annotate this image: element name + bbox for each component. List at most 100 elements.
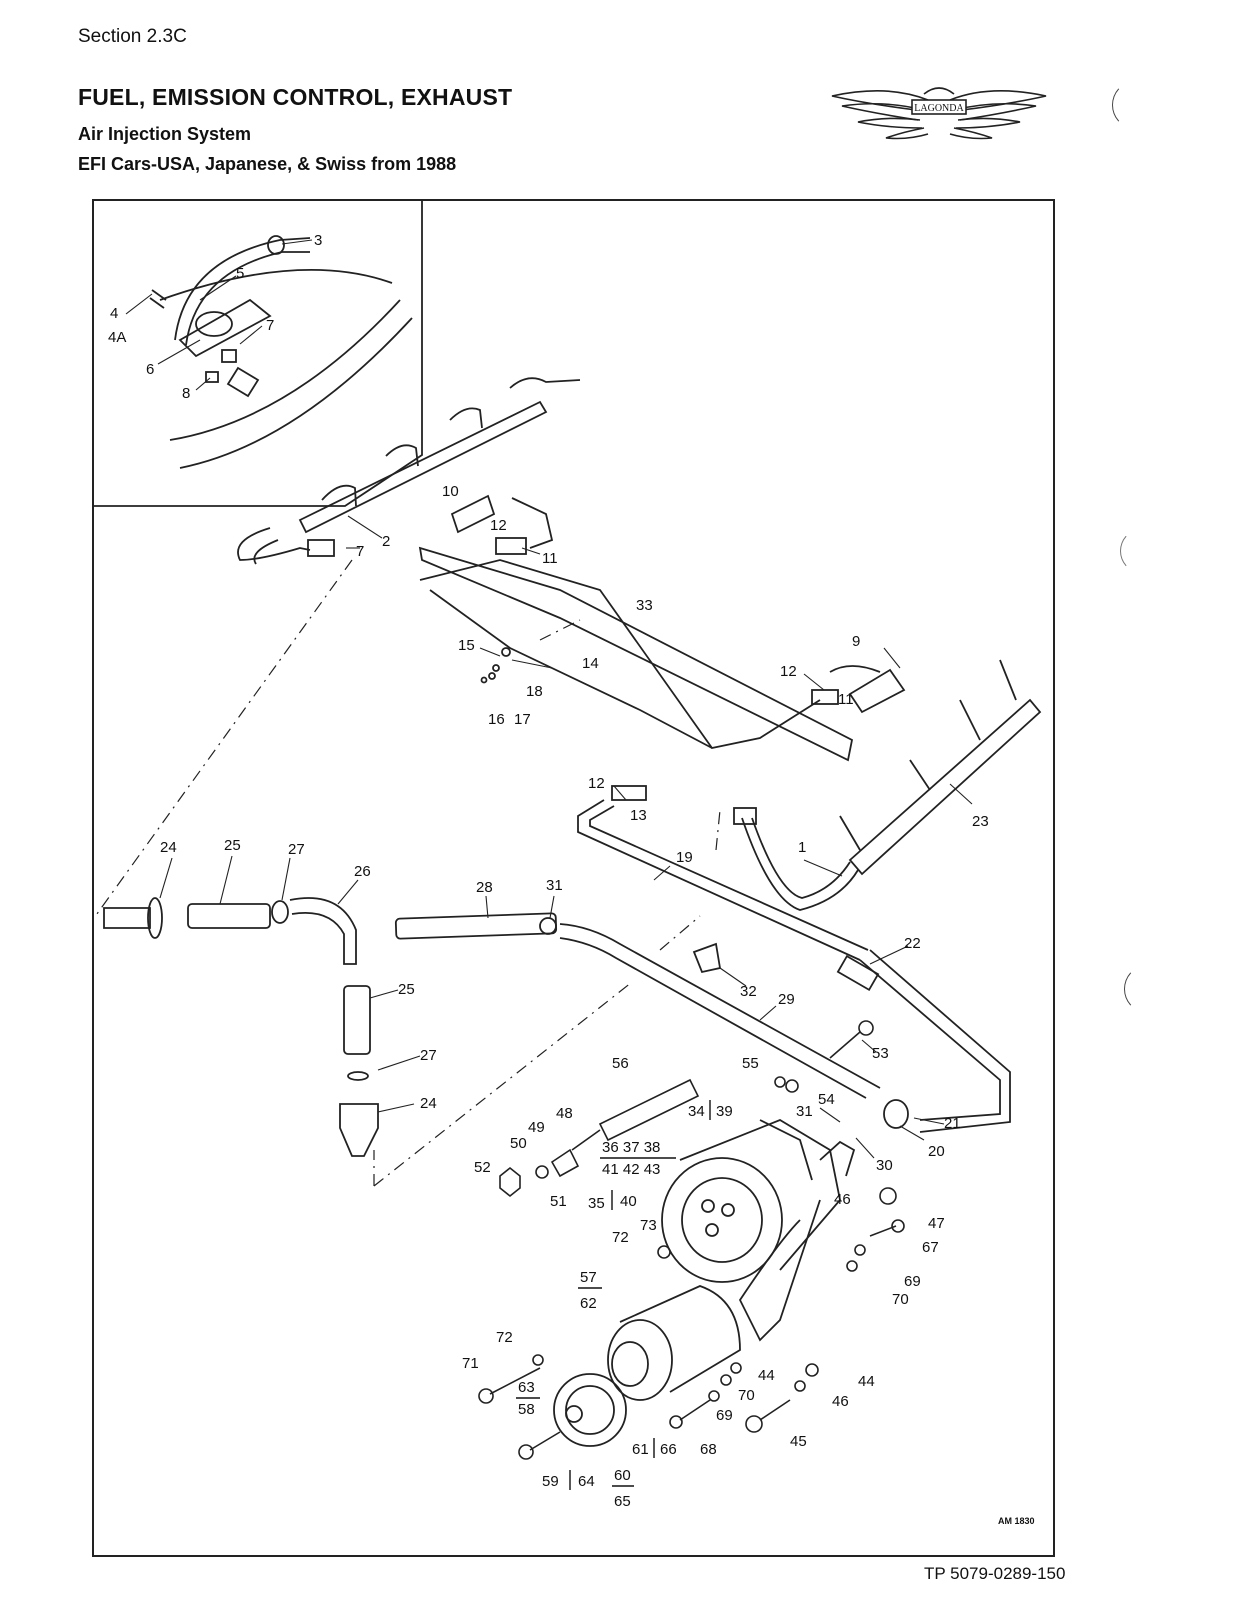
part-label-20: 20 xyxy=(928,1143,945,1160)
hose-28-pipe-29 xyxy=(394,912,881,1099)
part-label-14: 14 xyxy=(582,655,599,672)
part-label-4: 4 xyxy=(110,305,118,322)
part-label-13: 13 xyxy=(630,807,647,824)
part-label-73: 73 xyxy=(640,1217,657,1234)
alternator xyxy=(553,1285,741,1447)
elbow-connector-assembly xyxy=(103,897,379,1157)
part-label-46: 46 xyxy=(834,1191,851,1208)
part-label-52: 52 xyxy=(474,1159,491,1176)
part-label-12: 12 xyxy=(490,517,507,534)
part-label-34: 34 xyxy=(688,1103,705,1120)
part-label-24: 24 xyxy=(160,839,177,856)
part-label-27: 27 xyxy=(288,841,305,858)
part-label-25: 25 xyxy=(398,981,415,998)
part-label-70: 70 xyxy=(892,1291,909,1308)
air-manifold xyxy=(237,377,581,565)
binding-hole-top xyxy=(1112,82,1154,128)
part-label-3: 3 xyxy=(314,232,322,249)
part-label-29: 29 xyxy=(778,991,795,1008)
part-label-56: 56 xyxy=(612,1055,629,1072)
part-label-41-42-43: 41 42 43 xyxy=(602,1161,660,1178)
part-label-4a: 4A xyxy=(108,329,126,346)
part-label-36-37-38: 36 37 38 xyxy=(602,1139,660,1156)
part-label-35: 35 xyxy=(588,1195,605,1212)
part-label-15: 15 xyxy=(458,637,475,654)
part-label-9: 9 xyxy=(852,633,860,650)
part-label-24: 24 xyxy=(420,1095,437,1112)
part-label-17: 17 xyxy=(514,711,531,728)
part-label-61: 61 xyxy=(632,1441,649,1458)
part-label-72: 72 xyxy=(612,1229,629,1246)
part-label-11: 11 xyxy=(838,691,854,708)
part-label-66: 66 xyxy=(660,1441,677,1458)
part-label-6: 6 xyxy=(146,361,154,378)
part-label-1: 1 xyxy=(798,839,806,856)
part-label-51: 51 xyxy=(550,1193,567,1210)
part-label-27: 27 xyxy=(420,1047,437,1064)
part-label-39: 39 xyxy=(716,1103,733,1120)
leader-lines xyxy=(93,559,721,1187)
part-label-71: 71 xyxy=(462,1355,479,1372)
part-label-30: 30 xyxy=(876,1157,893,1174)
part-label-57: 57 xyxy=(580,1269,597,1286)
hose-9 xyxy=(829,665,906,714)
part-label-59: 59 xyxy=(542,1473,559,1490)
part-label-33: 33 xyxy=(636,597,653,614)
part-label-49: 49 xyxy=(528,1119,545,1136)
part-labels: 3 5 4 4A 7 6 8 10 12 2 7 11 33 9 15 14 1… xyxy=(108,232,989,1510)
part-label-11: 11 xyxy=(542,550,558,567)
part-label-16: 16 xyxy=(488,711,505,728)
part-label-12: 12 xyxy=(588,775,605,792)
part-label-63: 63 xyxy=(518,1379,535,1396)
part-label-53: 53 xyxy=(872,1045,889,1062)
part-label-67: 67 xyxy=(922,1239,939,1256)
label-leaders xyxy=(125,239,973,1159)
part-label-60: 60 xyxy=(614,1467,631,1484)
fasteners xyxy=(478,1020,905,1460)
part-label-64: 64 xyxy=(578,1473,595,1490)
diagram-frame xyxy=(92,199,1055,1557)
part-label-69: 69 xyxy=(904,1273,921,1290)
air-pump xyxy=(661,1118,856,1342)
part-label-46: 46 xyxy=(832,1393,849,1410)
binding-hole-middle xyxy=(1120,530,1158,572)
page-title: FUEL, EMISSION CONTROL, EXHAUST xyxy=(78,84,513,110)
right-manifold-and-pipe-1 xyxy=(733,659,1042,911)
part-label-31: 31 xyxy=(546,877,563,894)
part-label-65: 65 xyxy=(614,1493,631,1510)
part-label-47: 47 xyxy=(928,1215,945,1232)
lagonda-wings-logo: LAGONDA xyxy=(831,87,1047,140)
part-label-45: 45 xyxy=(790,1433,807,1450)
part-label-72: 72 xyxy=(496,1329,513,1346)
section-number: Section 2.3C xyxy=(78,26,187,47)
part-label-2: 2 xyxy=(382,533,390,550)
part-label-55: 55 xyxy=(742,1055,759,1072)
pipe-21-22 xyxy=(692,942,1011,1133)
hose-10-pipe-11 xyxy=(450,494,554,555)
part-label-25: 25 xyxy=(224,837,241,854)
part-label-10: 10 xyxy=(442,483,459,500)
inset-detail xyxy=(94,201,423,507)
part-label-7: 7 xyxy=(356,543,364,560)
part-label-23: 23 xyxy=(972,813,989,830)
part-label-70: 70 xyxy=(738,1387,755,1404)
label-separators xyxy=(516,1100,711,1490)
part-label-32: 32 xyxy=(740,983,757,1000)
part-label-31: 31 xyxy=(796,1103,813,1120)
part-label-5: 5 xyxy=(236,265,244,282)
part-label-40: 40 xyxy=(620,1193,637,1210)
part-label-7: 7 xyxy=(266,317,274,334)
part-label-8: 8 xyxy=(182,385,190,402)
part-label-18: 18 xyxy=(526,683,543,700)
part-label-19: 19 xyxy=(676,849,693,866)
part-label-22: 22 xyxy=(904,935,921,952)
part-label-12: 12 xyxy=(780,663,797,680)
footer-reference: TP 5079-0289-150 xyxy=(924,1564,1066,1583)
page-applicability: EFI Cars-USA, Japanese, & Swiss from 198… xyxy=(78,154,457,174)
part-label-68: 68 xyxy=(700,1441,717,1458)
part-label-54: 54 xyxy=(818,1091,835,1108)
part-label-62: 62 xyxy=(580,1295,597,1312)
part-label-58: 58 xyxy=(518,1401,535,1418)
page-subtitle: Air Injection System xyxy=(78,124,252,144)
